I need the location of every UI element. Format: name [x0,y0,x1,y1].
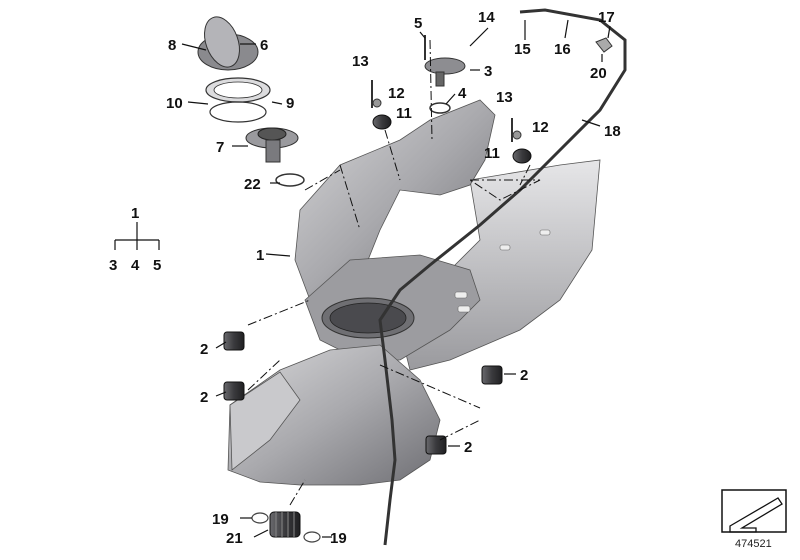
label-9: 9 [286,95,294,112]
label-1: 1 [256,247,264,264]
label-2-c: 2 [520,367,528,384]
label-21: 21 [226,530,243,547]
hose-clip [595,37,613,53]
rubber-pad-2d [425,435,447,455]
legend-root-label: 1 [131,205,139,222]
label-6: 6 [260,37,268,54]
label-12-a: 12 [388,85,405,102]
label-15: 15 [514,41,531,58]
diagram-number: 474521 [735,538,772,550]
label-10: 10 [166,95,183,112]
fuel-pump-assembly [424,35,466,114]
label-22: 22 [244,176,261,193]
label-14: 14 [478,9,495,26]
fuel-tank [227,99,601,486]
o-ring-19-left [251,512,269,524]
label-2-d: 2 [464,439,472,456]
label-19-b: 19 [330,530,347,547]
callout-labels: 1 3 4 5 8 6 10 9 7 22 1 2 2 2 2 5 3 4 13… [109,9,621,547]
drain-hose [269,511,301,538]
o-ring-19-right [303,531,321,543]
label-18: 18 [604,123,621,140]
assembly-lines [247,39,541,506]
reference-stamp [721,489,787,533]
label-2-b: 2 [200,389,208,406]
label-17: 17 [598,9,615,26]
legend-tree [114,222,160,250]
label-2-a: 2 [200,341,208,358]
label-3: 3 [484,63,492,80]
rubber-pad-2a [223,331,245,351]
legend-child-4: 4 [131,257,140,274]
label-16: 16 [554,41,571,58]
label-4: 4 [458,85,467,102]
rubber-pad-2b [223,381,245,401]
label-11-a: 11 [396,105,412,122]
rubber-pad-2c [481,365,503,385]
filler-cap-assembly [197,16,305,187]
breather-hose [378,8,627,546]
label-12-b: 12 [532,119,549,136]
label-13-a: 13 [352,53,369,70]
legend-child-5: 5 [153,257,161,274]
label-8: 8 [168,37,176,54]
label-11-b: 11 [484,145,500,162]
legend-child-3: 3 [109,257,117,274]
label-5: 5 [414,15,422,32]
leader-lines [181,19,611,538]
label-20: 20 [590,65,607,82]
label-13-b: 13 [496,89,513,106]
label-7: 7 [216,139,224,156]
fasteners [371,80,532,164]
label-19-a: 19 [212,511,229,528]
